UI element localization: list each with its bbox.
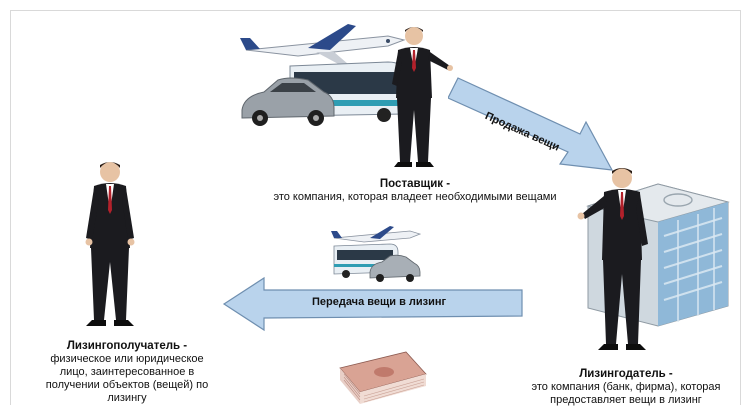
supplier-description: это компания, которая владеет необходимы… [273, 191, 557, 203]
frame-left-line [10, 10, 11, 405]
supplier-title: Поставщик - [379, 178, 451, 190]
lessee-caption: Лизингополучатель - физическое или юриди… [34, 340, 220, 405]
lessor-description-line-2: предоставляет вещи в лизинг [550, 394, 702, 406]
transfer-arrow-label: Передача вещи в лизинг [312, 296, 447, 308]
small-car-icon [369, 254, 421, 282]
car-icon [241, 77, 335, 126]
supplier-person-image [384, 22, 454, 172]
supplier-vehicles-image [238, 22, 408, 134]
money-stack-image [336, 346, 428, 408]
supplier-caption: Поставщик - это компания, которая владее… [250, 178, 580, 204]
lessor-caption: Лизингодатель - это компания (банк, фирм… [508, 368, 744, 407]
lessor-description-line-1: это компания (банк, фирма), которая [531, 381, 721, 393]
lessee-description-line-4: лизингу [107, 392, 147, 404]
lessee-description-line-3: получении объектов (вещей) по [45, 379, 209, 391]
lessor-person-image [576, 164, 656, 360]
lessee-person-image [78, 156, 150, 332]
sale-arrow [448, 72, 618, 176]
frame-top-line [10, 10, 740, 11]
small-jet-icon [331, 226, 422, 243]
lessee-title: Лизингополучатель - [66, 340, 188, 352]
lessee-description-line-2: лицо, заинтересованное в [59, 366, 195, 378]
lessee-description-line-1: физическое или юридическое [50, 353, 204, 365]
frame-right-line [740, 10, 741, 405]
lessor-title: Лизингодатель - [579, 368, 673, 380]
jet-icon [240, 24, 406, 66]
leased-vehicles-image [330, 226, 422, 282]
transfer-arrow [222, 276, 524, 332]
